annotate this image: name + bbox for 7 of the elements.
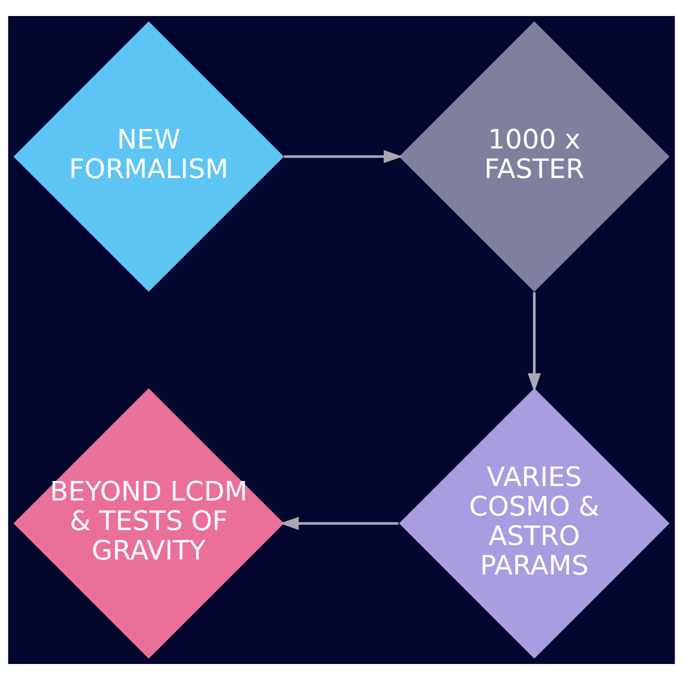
arrow xyxy=(528,292,541,392)
arrow xyxy=(284,150,403,164)
arrow xyxy=(280,516,398,530)
node-diamond: BEYOND LCDM & TESTS OF GRAVITY xyxy=(13,388,284,659)
node-diamond: VARIES COSMO & ASTRO PARAMS xyxy=(399,388,670,659)
node-diamond: 1000 x FASTER xyxy=(399,21,670,292)
node-diamond: NEW FORMALISM xyxy=(13,21,284,292)
